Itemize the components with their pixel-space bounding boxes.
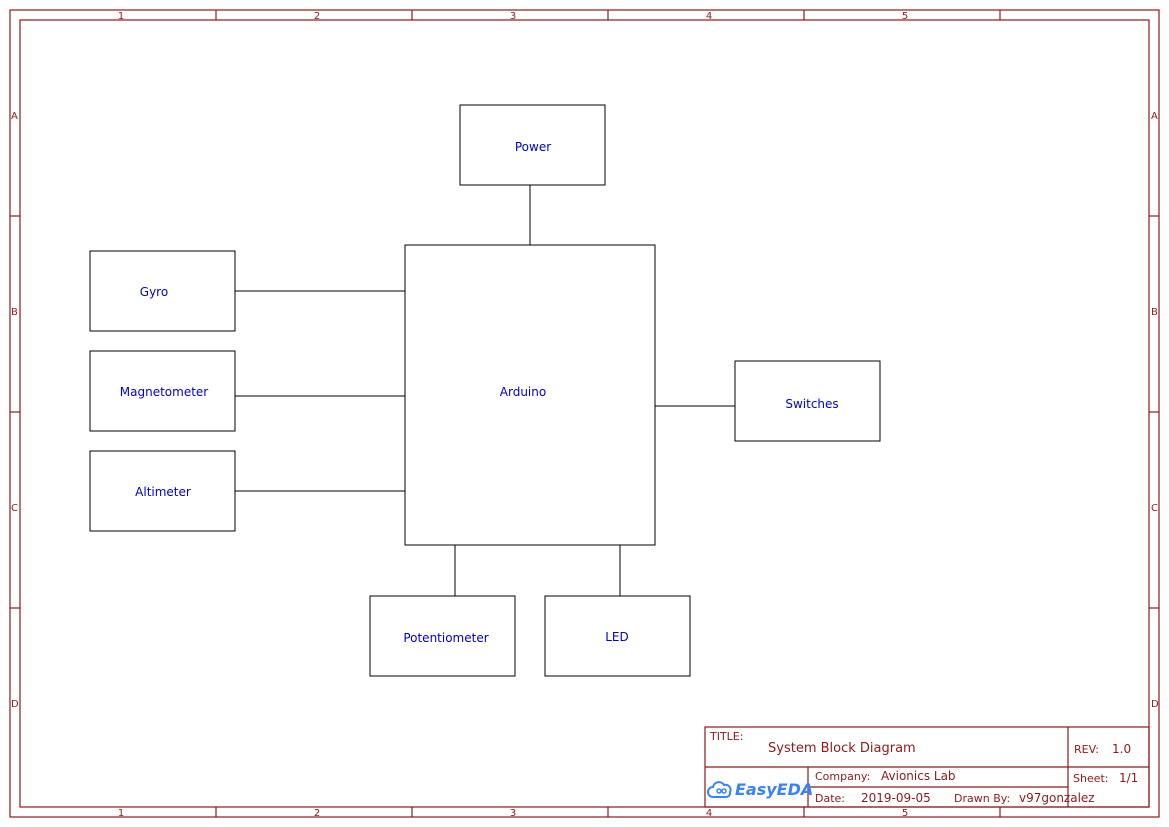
company-value: Avionics Lab	[881, 769, 956, 783]
outer-border	[9, 9, 1160, 818]
column-label-top: 1	[118, 11, 124, 22]
magnetometer-label: Magnetometer	[120, 385, 209, 399]
arduino-block[interactable]: Arduino	[404, 244, 656, 546]
row-label-right: C	[1151, 503, 1158, 514]
row-label-left: A	[11, 111, 18, 122]
column-label-bottom: 3	[510, 808, 516, 819]
sheet-value: 1/1	[1119, 771, 1138, 785]
led-block[interactable]: LED	[544, 595, 691, 677]
date-label: Date:	[815, 792, 845, 805]
altimeter-block[interactable]: Altimeter	[89, 450, 236, 532]
row-label-right: B	[1151, 307, 1158, 318]
row-ruler: A B C D A B C D	[10, 111, 1159, 710]
power-block[interactable]: Power	[459, 104, 606, 186]
column-label-bottom: 5	[902, 808, 908, 819]
power-label: Power	[515, 140, 551, 154]
date-value: 2019-09-05	[861, 791, 931, 805]
potentiometer-block[interactable]: Potentiometer	[369, 595, 516, 677]
company-label: Company:	[815, 770, 870, 783]
switches-block[interactable]: Switches	[734, 360, 881, 442]
row-label-left: C	[11, 503, 18, 514]
column-label-top: 4	[706, 11, 712, 22]
column-label-bottom: 1	[118, 808, 124, 819]
title-block: TITLE: System Block Diagram REV: 1.0 Com…	[704, 726, 1150, 808]
sheet-label: Sheet:	[1073, 772, 1109, 785]
column-label-top: 2	[314, 11, 320, 22]
column-label-bottom: 2	[314, 808, 320, 819]
row-label-left: B	[11, 307, 18, 318]
column-label-top: 5	[902, 11, 908, 22]
row-label-right: D	[1151, 699, 1159, 710]
column-label-top: 3	[510, 11, 516, 22]
led-label: LED	[605, 630, 629, 644]
altimeter-label: Altimeter	[135, 485, 191, 499]
rev-value: 1.0	[1112, 742, 1131, 756]
column-label-bottom: 4	[706, 808, 712, 819]
wires	[235, 185, 735, 596]
row-label-left: D	[11, 699, 19, 710]
drawn-by-value: v97gonzalez	[1019, 791, 1095, 805]
switches-label: Switches	[785, 397, 838, 411]
magnetometer-block[interactable]: Magnetometer	[89, 350, 236, 432]
gyro-block[interactable]: Gyro	[89, 250, 236, 332]
arduino-label: Arduino	[500, 385, 546, 399]
inner-border	[19, 19, 1150, 808]
rev-label: REV:	[1074, 743, 1099, 756]
logo-text: EasyEDA	[735, 780, 813, 799]
potentiometer-label: Potentiometer	[403, 631, 488, 645]
drawn-by-label: Drawn By:	[954, 792, 1010, 805]
column-ruler: 1 2 3 4 5 1 2 3 4 5	[118, 10, 1001, 819]
row-label-right: A	[1151, 111, 1158, 122]
title-label: TITLE:	[709, 730, 743, 743]
title-value: System Block Diagram	[768, 741, 916, 756]
cloud-link-icon	[707, 781, 732, 798]
easyeda-logo: EasyEDA	[707, 780, 813, 799]
gyro-label: Gyro	[140, 285, 168, 299]
